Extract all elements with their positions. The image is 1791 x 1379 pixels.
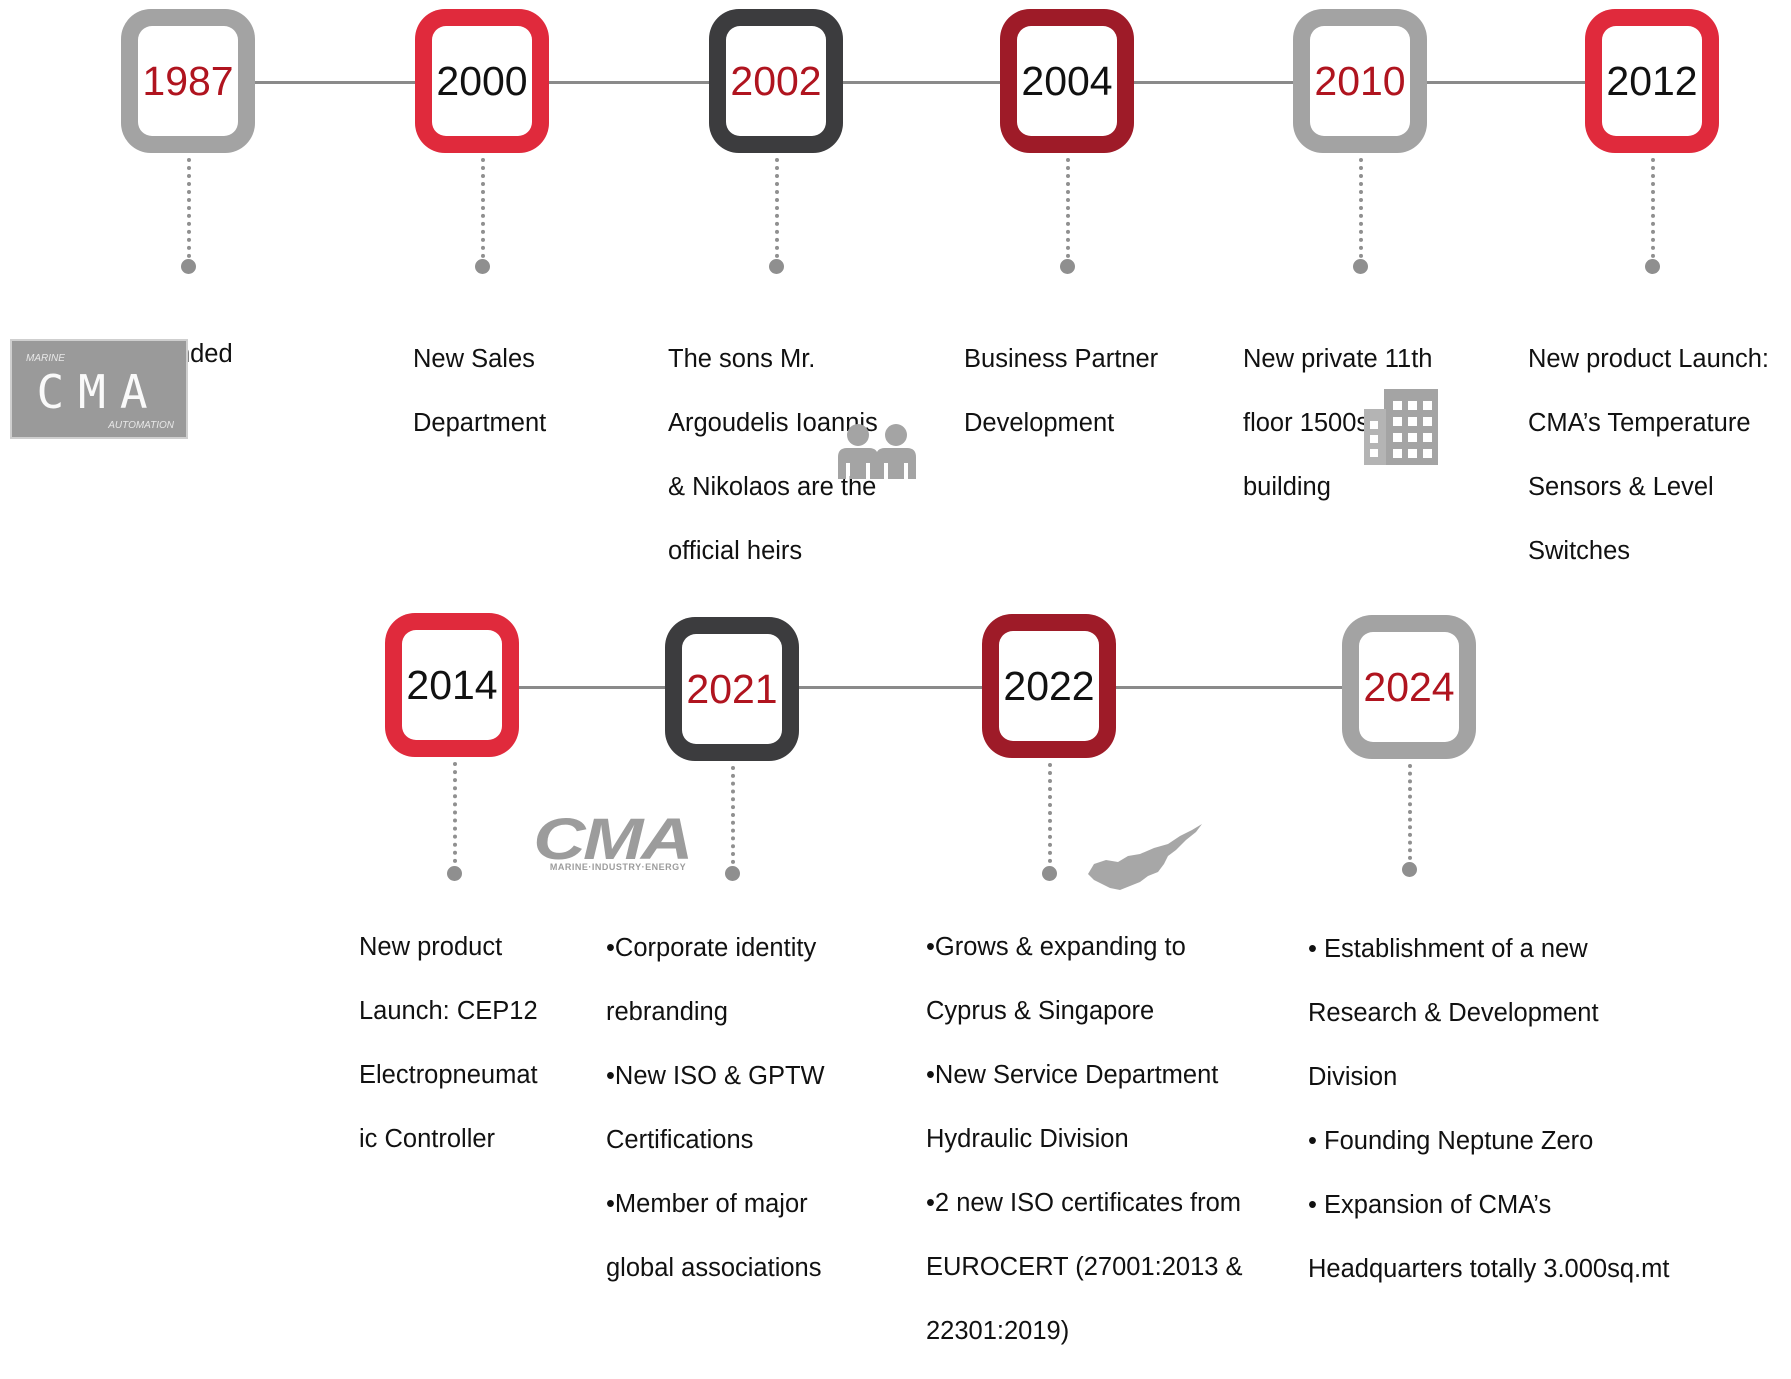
connector-dot bbox=[475, 259, 490, 274]
connector-stem bbox=[481, 158, 485, 258]
milestone-text-2002: The sons Mr. Argoudelis Ioannis & Nikola… bbox=[668, 345, 878, 565]
milestone-text-2024: • Establishment of a new Research & Deve… bbox=[1308, 935, 1670, 1283]
people-icon bbox=[838, 424, 916, 479]
connector-dot bbox=[1402, 862, 1417, 877]
year-box-1987: 1987 bbox=[121, 9, 255, 153]
connector-stem bbox=[1066, 158, 1070, 258]
connector-dot bbox=[725, 866, 740, 881]
connector-stem bbox=[775, 158, 779, 258]
milestone-text-2004: Business Partner Development bbox=[964, 345, 1159, 437]
building-icon bbox=[1364, 389, 1438, 465]
year-box-2004: 2004 bbox=[1000, 9, 1134, 153]
year-box-2000: 2000 bbox=[415, 9, 549, 153]
year-box-2012: 2012 bbox=[1585, 9, 1719, 153]
milestone-text-2010: New private 11th floor 1500sq.mt buildin… bbox=[1243, 345, 1433, 501]
cma-old-logo: MARINE CMA AUTOMATION bbox=[10, 339, 188, 439]
year-label: 2002 bbox=[726, 26, 826, 136]
connector-dot bbox=[447, 866, 462, 881]
connector-stem bbox=[1408, 764, 1412, 860]
year-label: 2024 bbox=[1359, 632, 1459, 742]
connector-stem bbox=[1651, 158, 1655, 258]
milestone-text-2012: New product Launch: CMA’s Temperature Se… bbox=[1528, 345, 1769, 565]
year-label: 2021 bbox=[682, 634, 782, 744]
year-label: 2004 bbox=[1017, 26, 1117, 136]
connector-stem bbox=[1048, 763, 1052, 863]
connector-dot bbox=[181, 259, 196, 274]
cyprus-map-icon bbox=[1088, 824, 1202, 890]
year-box-2010: 2010 bbox=[1293, 9, 1427, 153]
connector-stem bbox=[187, 158, 191, 258]
year-label: 2014 bbox=[402, 630, 502, 740]
year-label: 2022 bbox=[999, 631, 1099, 741]
timeline-line-row1 bbox=[185, 81, 1635, 84]
year-box-2021: 2021 bbox=[665, 617, 799, 761]
cma-new-logo: CMA MARINE·INDUSTRY·ENERGY bbox=[533, 807, 693, 872]
connector-dot bbox=[769, 259, 784, 274]
year-label: 1987 bbox=[138, 26, 238, 136]
milestone-text-2014: New product Launch: CEP12 Electropneumat… bbox=[359, 933, 538, 1153]
year-box-2014: 2014 bbox=[385, 613, 519, 757]
year-box-2002: 2002 bbox=[709, 9, 843, 153]
timeline-line-row2 bbox=[455, 686, 1455, 689]
connector-stem bbox=[731, 766, 735, 864]
year-label: 2000 bbox=[432, 26, 532, 136]
year-label: 2012 bbox=[1602, 26, 1702, 136]
connector-dot bbox=[1060, 259, 1075, 274]
milestone-text-2022: •Grows & expanding to Cyprus & Singapore… bbox=[926, 933, 1243, 1345]
milestone-text-2000: New Sales Department bbox=[413, 345, 547, 437]
connector-dot bbox=[1042, 866, 1057, 881]
year-box-2022: 2022 bbox=[982, 614, 1116, 758]
year-box-2024: 2024 bbox=[1342, 615, 1476, 759]
connector-stem bbox=[1359, 158, 1363, 258]
connector-stem bbox=[453, 762, 457, 863]
milestone-text-2021: •Corporate identity rebranding •New ISO … bbox=[606, 934, 825, 1282]
connector-dot bbox=[1645, 259, 1660, 274]
year-label: 2010 bbox=[1310, 26, 1410, 136]
connector-dot bbox=[1353, 259, 1368, 274]
